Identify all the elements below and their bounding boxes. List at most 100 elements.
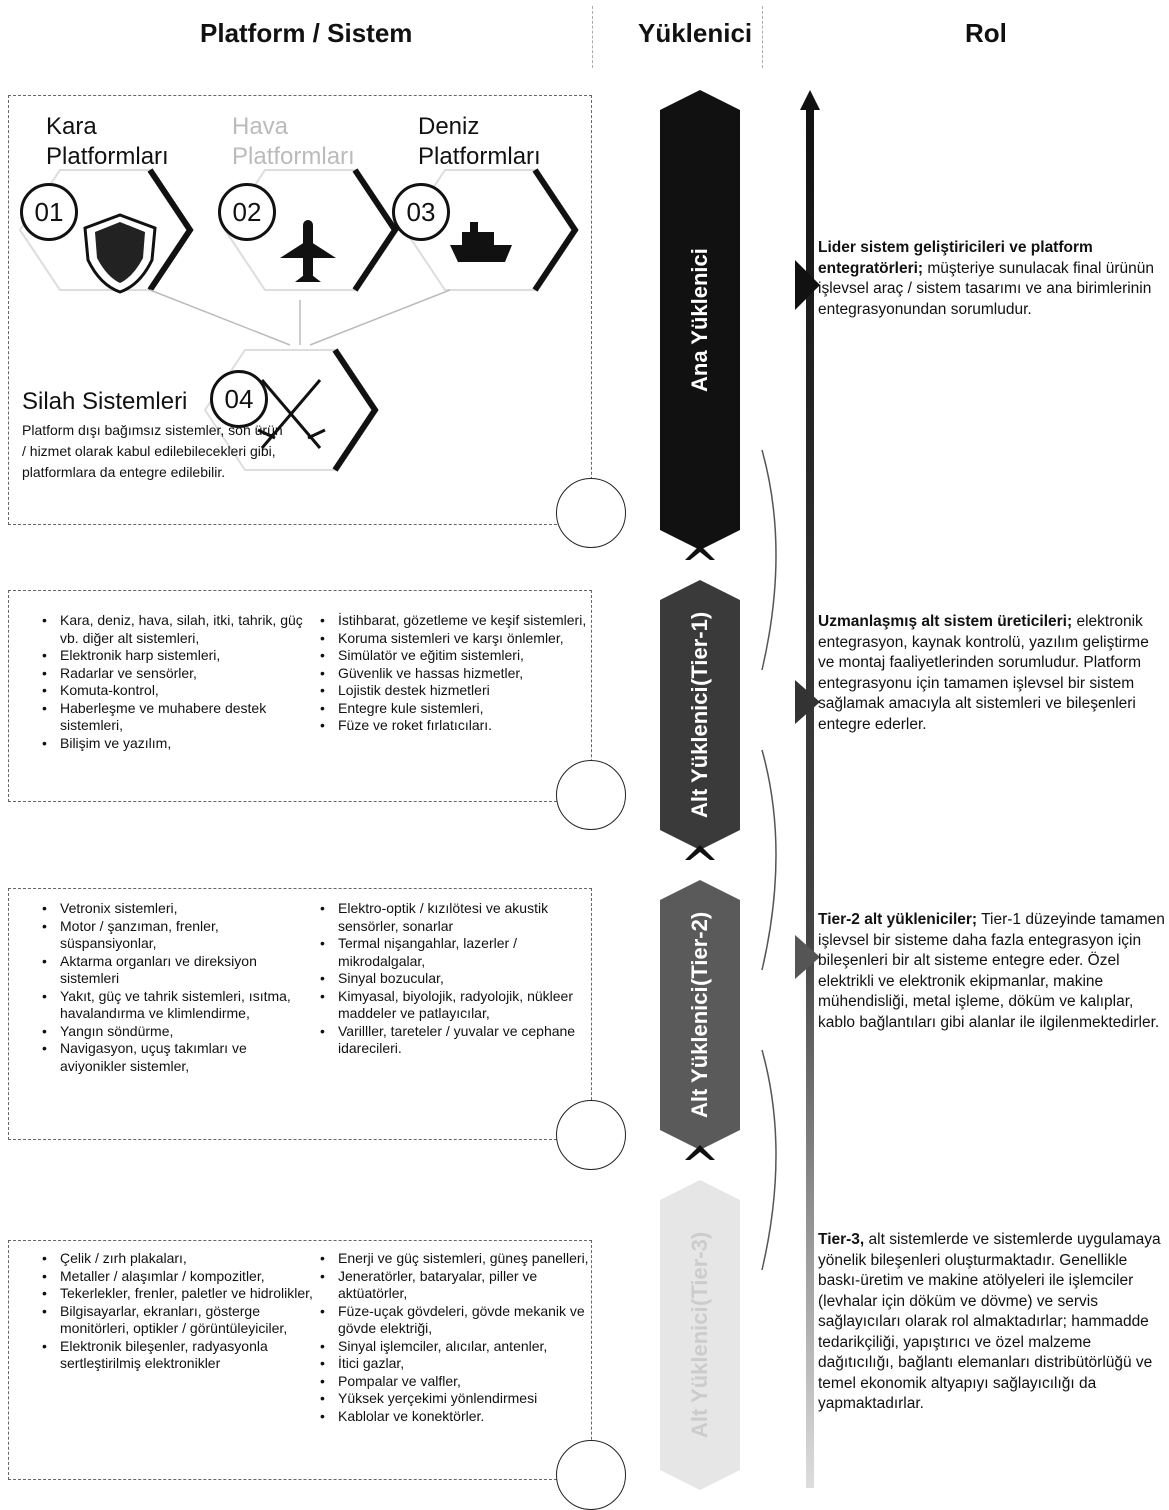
tier1-right-item: Entegre kule sistemleri, (320, 700, 593, 718)
role-tier2-bold: Tier-2 alt yükleniciler; (818, 911, 978, 928)
tier3-left-item: Çelik / zırh plakaları, (42, 1250, 315, 1268)
up-chevron-icon (685, 545, 715, 560)
tier1-list-right: İstihbarat, gözetleme ve keşif sistemler… (318, 612, 593, 735)
tier3-right-item: İtici gazlar, (320, 1355, 593, 1373)
number-02: 02 (218, 183, 276, 241)
up-chevron-icon (685, 1145, 715, 1160)
number-01: 01 (20, 183, 78, 241)
tier3-right-item: Jeneratörler, bataryalar, piller ve aktü… (320, 1268, 593, 1303)
expand-button-4[interactable] (556, 1440, 626, 1510)
main-contractor-label: Ana Yüklenici (687, 248, 712, 392)
tier3-bar (660, 1180, 740, 1490)
tier3-left-item: Elektronik bileşenler, radyasyonla sertl… (42, 1338, 315, 1373)
header-divider-2 (762, 6, 763, 68)
tier1-right-item: Koruma sistemleri ve karşı önlemler, (320, 630, 593, 648)
header-divider-1 (592, 6, 593, 68)
tier2-left-item: Yakıt, güç ve tahrik sistemleri, ısıtma,… (42, 988, 315, 1023)
land-platforms-label: Kara Platformları (46, 113, 169, 170)
platforms-graphic (18, 168, 579, 472)
tier2-left-item: Vetronix sistemleri, (42, 900, 315, 918)
tier-chevrons (660, 90, 777, 1490)
role-tier1-bold: Uzmanlaşmış alt sistem üreticileri; (818, 613, 1073, 630)
tier3-left-item: Tekerlekler, frenler, paletler ve hidrol… (42, 1285, 315, 1303)
tier3-left-item: Metaller / alaşımlar / kompozitler, (42, 1268, 315, 1286)
tier2-label-b: (Tier-2) (687, 912, 712, 987)
tier2-left-item: Yangın söndürme, (42, 1023, 315, 1041)
role-axis (795, 90, 820, 1488)
tier2-list-right: Elektro-optik / kızılötesi ve akustik se… (318, 900, 593, 1058)
main-contractor-bar (660, 90, 740, 550)
tier1-left-item: Elektronik harp sistemleri, (42, 647, 310, 665)
tier3-list-right: Enerji ve güç sistemleri, güneş paneller… (318, 1250, 593, 1425)
tier2-right-item: Termal nişangahlar, lazerler / mikrodalg… (320, 935, 593, 970)
tier2-right-item: Kimyasal, biyolojik, radyolojik, nükleer… (320, 988, 593, 1023)
number-04: 04 (210, 370, 268, 428)
tier2-label: Alt Yüklenici (Tier-2) (660, 910, 740, 1120)
role-main-bold: Lider sistem geliştiricileri ve platform… (818, 239, 1093, 277)
tier3-right-item: Sinyal işlemciler, alıcılar, antenler, (320, 1338, 593, 1356)
platforms-box (8, 95, 592, 525)
header-role: Rol (965, 18, 1007, 48)
role-tier1-text: elektronik entegrasyon, kaynak kontrolü,… (818, 613, 1149, 733)
expand-button-2[interactable] (556, 760, 626, 830)
tier2-right-item: Varilller, tareteler / yuvalar ve cephan… (320, 1023, 593, 1058)
role-tier1: Uzmanlaşmış alt sistem üreticileri; elek… (818, 612, 1168, 735)
tier1-left-item: Kara, deniz, hava, silah, itki, tahrik, … (42, 612, 310, 647)
tier2-left-item: Navigasyon, uçuş takımları ve aviyonikle… (42, 1040, 315, 1075)
tier3-label: Alt Yüklenici (Tier-3) (660, 1210, 740, 1460)
tier3-label-b: (Tier-3) (687, 1232, 712, 1307)
role-tier3-text: alt sistemlerde ve sistemlerde uygulamay… (818, 1231, 1161, 1412)
tier3-left-item: Bilgisayarlar, ekranları, gösterge monit… (42, 1303, 315, 1338)
up-chevron-icon (685, 845, 715, 860)
crossed-swords-icon (257, 379, 326, 449)
tier1-list-left: Kara, deniz, hava, silah, itki, tahrik, … (40, 612, 310, 752)
header-contractor: Yüklenici (638, 18, 753, 48)
pointer-tier1 (795, 680, 820, 724)
tier1-label-b: (Tier-1) (687, 612, 712, 687)
tier1-right-item: Güvenlik ve hassas hizmetler, (320, 665, 593, 683)
weapons-title: Silah Sistemleri (22, 388, 188, 415)
tier2-left-item: Aktarma organları ve direksiyon sistemle… (42, 953, 315, 988)
pointer-tier2 (795, 935, 820, 979)
tier2-right-item: Sinyal bozucular, (320, 970, 593, 988)
expand-button-3[interactable] (556, 1100, 626, 1170)
tier3-list-left: Çelik / zırh plakaları, Metaller / alaşı… (40, 1250, 315, 1373)
up-arrow-icon (800, 90, 820, 110)
header-platform: Platform / Sistem (200, 18, 413, 48)
tier3-right-item: Yüksek yerçekimi yönlendirmesi (320, 1390, 593, 1408)
tier1-right-item: Simülatör ve eğitim sistemleri, (320, 647, 593, 665)
tier2-bar (660, 880, 740, 1150)
tier2-list-left: Vetronix sistemleri, Motor / şanzıman, f… (40, 900, 315, 1075)
role-main: Lider sistem geliştiricileri ve platform… (818, 238, 1168, 320)
tier1-left-item: Bilişim ve yazılım, (42, 735, 310, 753)
expand-button-1[interactable] (556, 478, 626, 548)
weapons-desc: Platform dışı bağımsız sistemler, son ür… (22, 422, 283, 480)
tier3-label-a: Alt Yüklenici (687, 1306, 712, 1438)
tier2-right-item: Elektro-optik / kızılötesi ve akustik se… (320, 900, 593, 935)
tier1-left-item: Komuta-kontrol, (42, 682, 310, 700)
ship-icon (450, 222, 512, 262)
role-main-text: müşteriye sunulacak final ürünün işlevse… (818, 259, 1154, 318)
tier3-right-item: Kablolar ve konektörler. (320, 1408, 593, 1426)
tier3-right-item: Pompalar ve valfler, (320, 1373, 593, 1391)
role-tier3-bold: Tier-3, (818, 1231, 865, 1248)
tier1-bar (660, 580, 740, 850)
tier3-right-item: Enerji ve güç sistemleri, güneş paneller… (320, 1250, 593, 1268)
tier1-right-item: İstihbarat, gözetleme ve keşif sistemler… (320, 612, 593, 630)
pointer-main (795, 260, 820, 310)
air-platforms-label: Hava Platformları (232, 113, 355, 170)
tier3-right-item: Füze-uçak gövdeleri, gövde mekanik ve gö… (320, 1303, 593, 1338)
tier1-left-item: Radarlar ve sensörler, (42, 665, 310, 683)
role-tier2: Tier-2 alt yükleniciler; Tier-1 düzeyind… (818, 910, 1168, 1033)
tier1-label-a: Alt Yüklenici (687, 686, 712, 818)
shield-icon (83, 213, 157, 294)
tier2-left-item: Motor / şanzıman, frenler, süspansiyonla… (42, 918, 315, 953)
airplane-icon (280, 220, 336, 282)
tier2-label-a: Alt Yüklenici (687, 986, 712, 1118)
tier1-right-item: Lojistik destek hizmetleri (320, 682, 593, 700)
tier1-left-item: Haberleşme ve muhabere destek sistemleri… (42, 700, 310, 735)
number-03: 03 (392, 183, 450, 241)
sea-platforms-label: Deniz Platformları (418, 113, 541, 170)
role-tier3: Tier-3, alt sistemlerde ve sistemlerde u… (818, 1230, 1168, 1415)
role-tier2-text: Tier-1 düzeyinde tamamen işlevsel bir si… (818, 911, 1165, 1031)
